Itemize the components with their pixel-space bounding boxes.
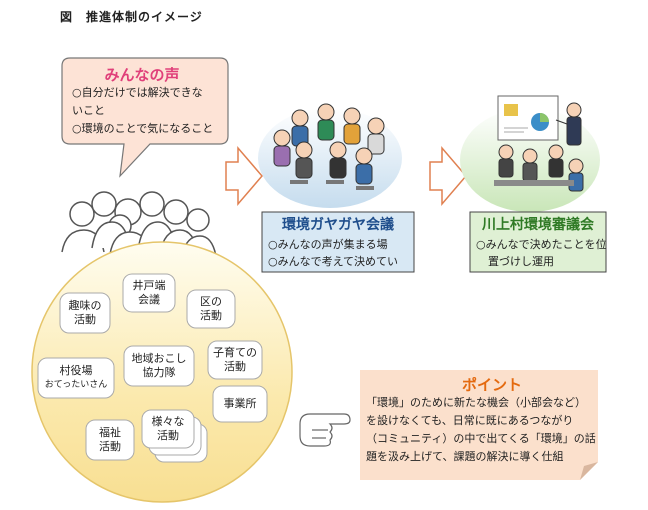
point-line-2: を設けなくても、日常に既にあるつながり bbox=[366, 414, 574, 427]
shingikai-title: 川上村環境審議会 bbox=[482, 217, 594, 233]
point-heading: ポイント bbox=[461, 376, 522, 394]
shingikai-line-2: 置づけし運用 bbox=[488, 255, 554, 268]
kosodate-box bbox=[207, 340, 263, 380]
meeting-illustration bbox=[258, 103, 402, 208]
point-note bbox=[360, 370, 598, 480]
arrow-right-2 bbox=[429, 145, 467, 207]
samazama-box bbox=[141, 409, 195, 449]
voice-line-3: ○環境のことで気になること bbox=[72, 122, 214, 135]
shingikai-line-1: ○みんなで決めたことを位 bbox=[476, 238, 607, 251]
presentation-illustration bbox=[460, 95, 600, 212]
activity-shumi: 趣味の活動 bbox=[68, 299, 102, 326]
pointing-hand-icon bbox=[299, 413, 351, 447]
activity-murayakuba: 村役場おてったいさん bbox=[44, 364, 108, 390]
activity-jigyosho: 事業所 bbox=[223, 397, 257, 410]
point-line-1: 「環境」のために新たな機会（小部会など） bbox=[366, 396, 586, 409]
point-line-3: （コミュニティ）の中で出てくる「環境」の話 bbox=[366, 432, 596, 445]
shingikai-box bbox=[469, 211, 607, 273]
chiiki-box bbox=[123, 345, 195, 387]
voice-bubble bbox=[61, 57, 229, 178]
gayagaya-box bbox=[261, 211, 415, 273]
point-line-4: 題を汲み上げて、課題の解決に導く仕組 bbox=[366, 450, 564, 463]
activity-kosodate: 子育ての活動 bbox=[213, 346, 257, 373]
voice-heading: みんなの声 bbox=[104, 66, 180, 84]
activity-samazama: 様々な活動 bbox=[151, 415, 185, 442]
murayakuba-box bbox=[37, 357, 115, 399]
gayagaya-line-1: ○みんなの声が集まる場 bbox=[268, 238, 388, 251]
figure-title: 図 推進体制のイメージ bbox=[60, 10, 203, 24]
voice-line-1: ○自分だけでは解決できな bbox=[72, 86, 203, 99]
arrow-right-1 bbox=[225, 145, 263, 207]
fukushi-box bbox=[85, 419, 135, 461]
activity-chiiki: 地域おこし協力隊 bbox=[131, 352, 187, 379]
shumi-box bbox=[59, 292, 111, 334]
jigyosho-box bbox=[212, 385, 268, 423]
activity-fukushi: 福祉活動 bbox=[99, 426, 121, 453]
ku-box bbox=[186, 289, 236, 329]
voice-line-2: いこと bbox=[72, 104, 105, 117]
gayagaya-title: 環境ガヤガヤ会議 bbox=[282, 217, 394, 233]
activity-ku: 区の活動 bbox=[200, 295, 222, 322]
activity-idobata: 井戸端会議 bbox=[132, 279, 166, 306]
gayagaya-line-2: ○みんなで考えて決めてい bbox=[268, 255, 399, 268]
idobata-box bbox=[122, 273, 176, 313]
